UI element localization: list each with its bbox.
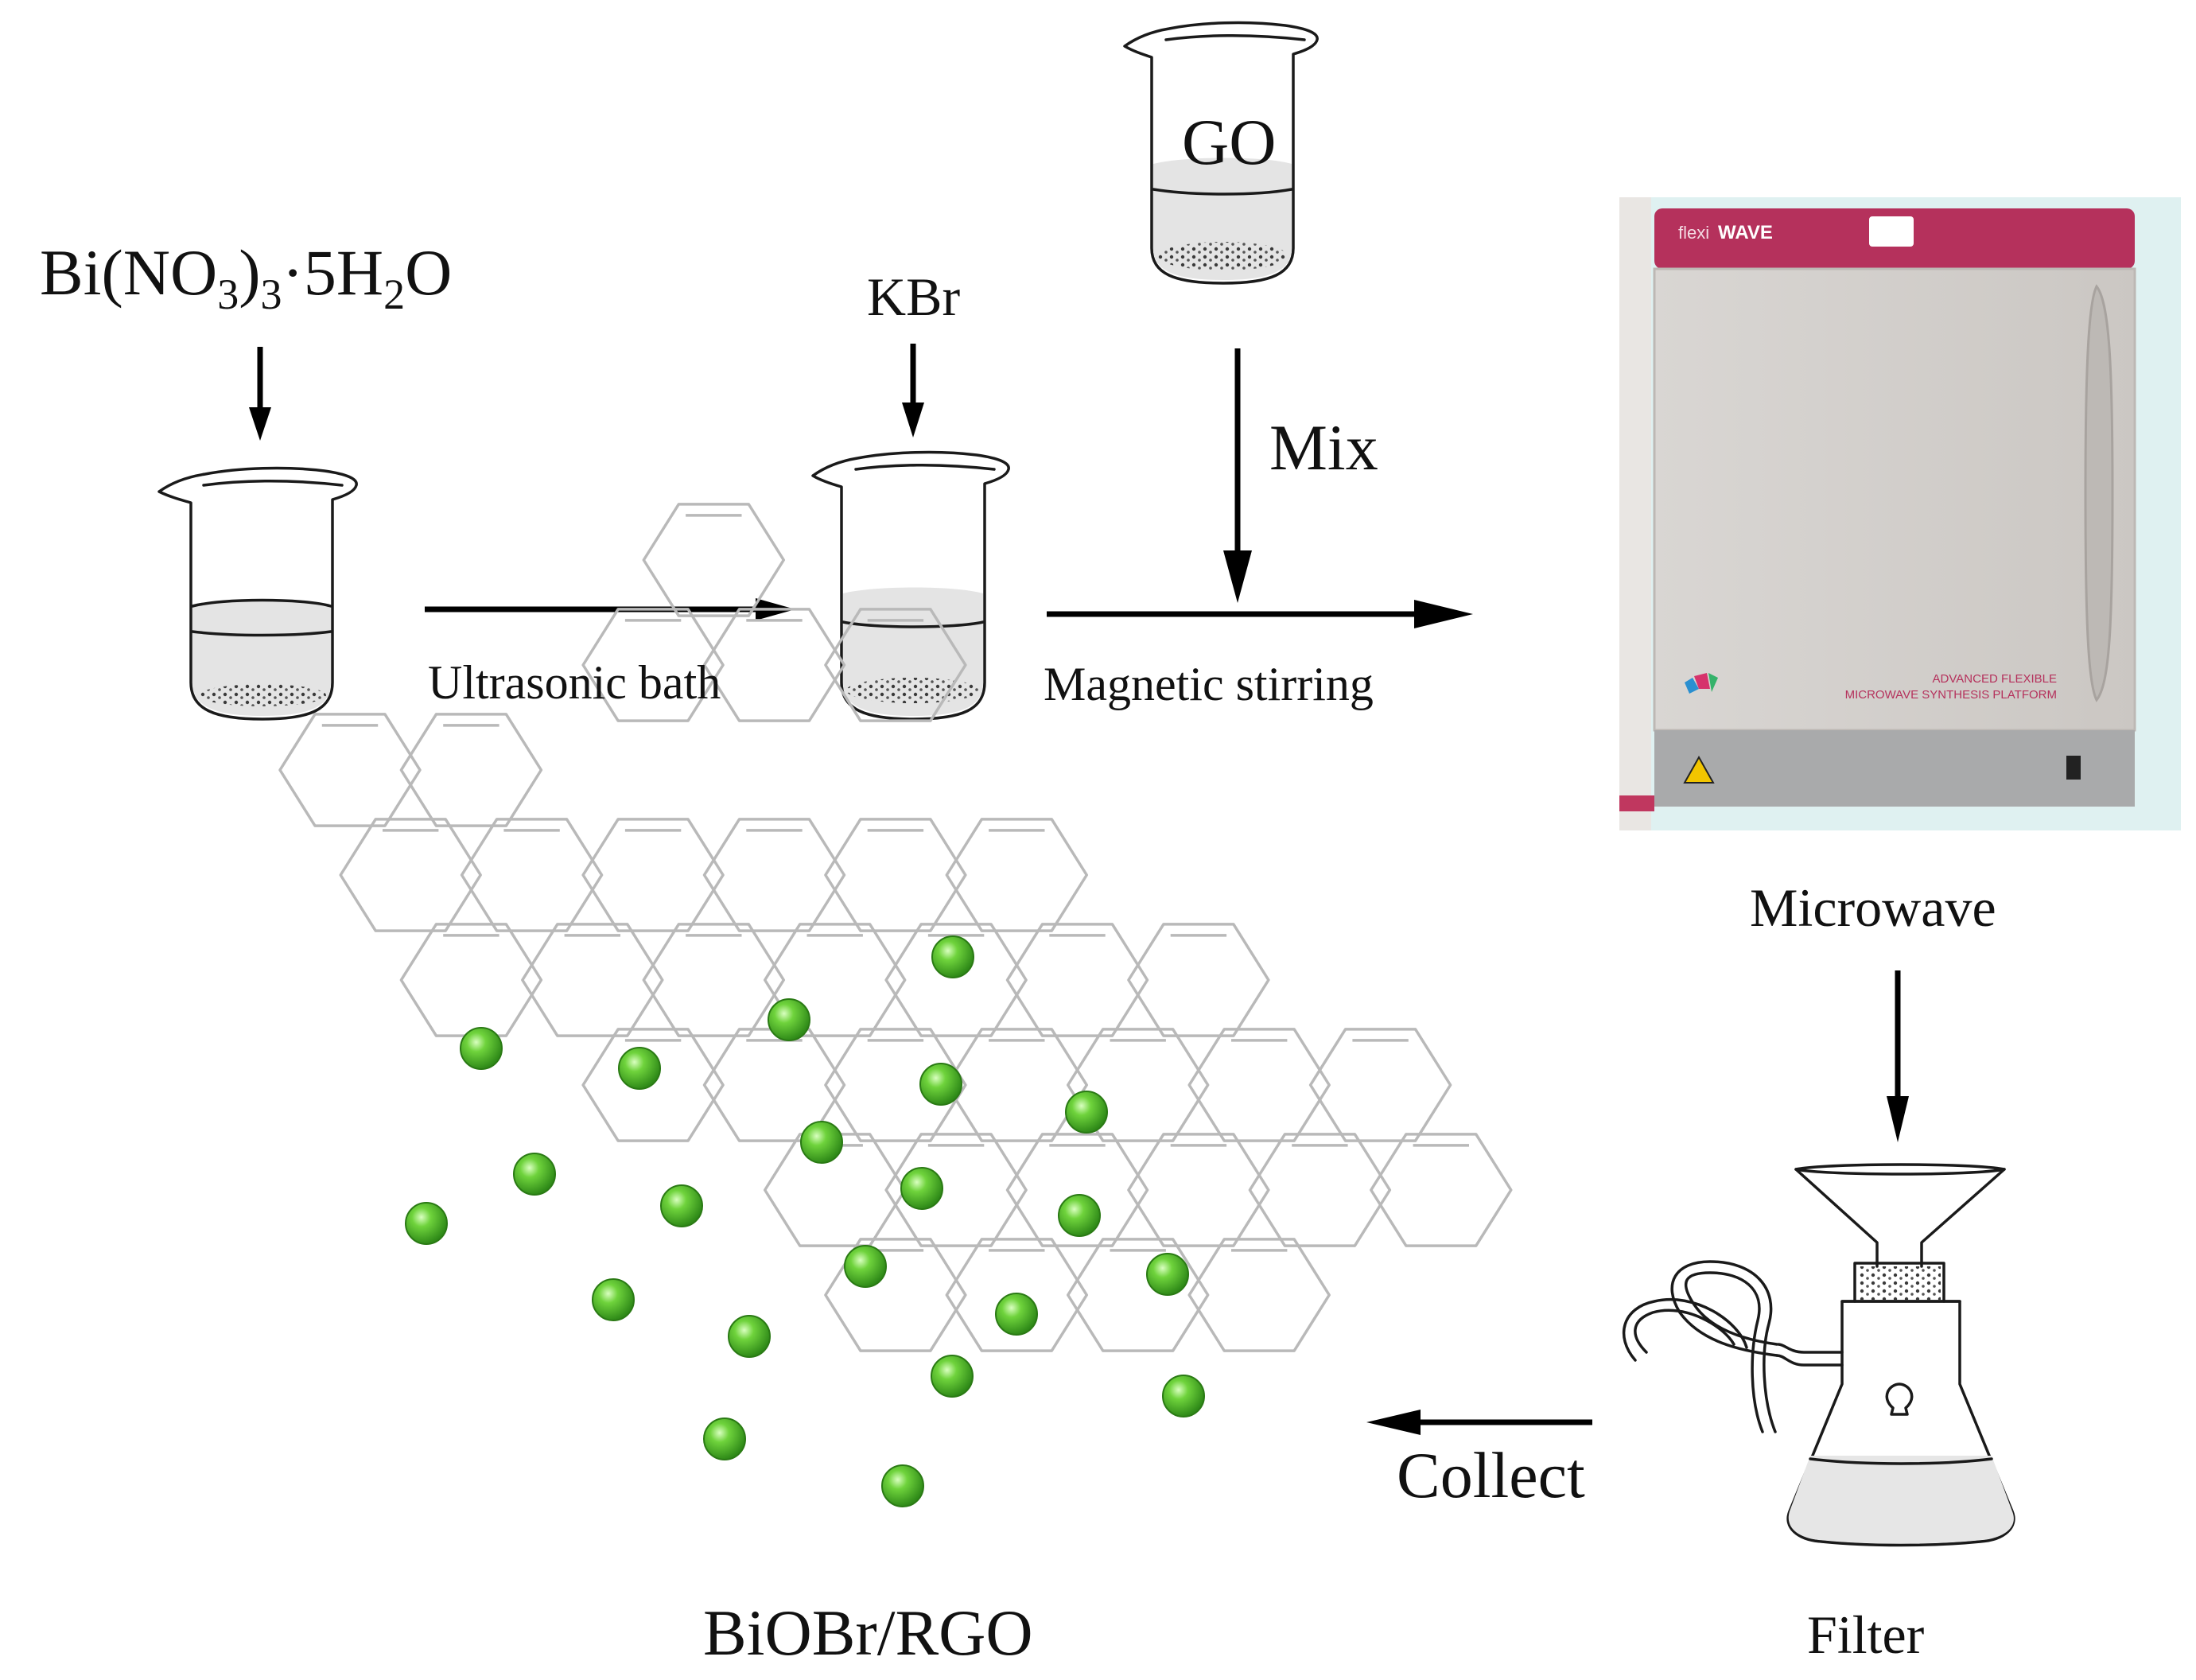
device-logo-icon	[1685, 678, 1699, 694]
hex-ring	[1005, 923, 1149, 1037]
magnetic-label: Magnetic stirring	[1044, 658, 1374, 710]
biobr-particle	[1065, 1091, 1108, 1134]
hex-ring	[642, 503, 786, 617]
biobr-particle	[513, 1153, 556, 1196]
hex-ring	[1127, 1133, 1270, 1247]
hex-ring	[945, 1238, 1089, 1352]
biobr-particles	[405, 935, 1205, 1507]
biobr-particle	[618, 1047, 661, 1090]
biobr-particle	[900, 1167, 943, 1210]
hex-ring	[339, 818, 482, 932]
biobr-particle	[1058, 1194, 1101, 1237]
hex-ring	[884, 1133, 1028, 1247]
arrow-kbr-down	[902, 344, 924, 438]
hex-ring	[702, 608, 846, 722]
hex-ring	[1187, 1238, 1331, 1352]
hex-ring	[278, 713, 422, 827]
arrow-bi-down	[249, 347, 271, 441]
hex-ring	[1127, 923, 1270, 1037]
product-label: BiOBr/RGO	[703, 1596, 1033, 1669]
microwave-device: flexi WAVE ADVANCED FLEXIBLE MICROWAVE S…	[1619, 197, 2181, 830]
hex-ring	[824, 818, 967, 932]
filter-flask-icon	[1622, 1163, 2015, 1547]
hex-ring	[1370, 1133, 1513, 1247]
reagent-bi-label: Bi(NO3)3·5H2O	[40, 236, 452, 318]
beaker-go-icon	[1123, 21, 1319, 285]
biobr-particle	[931, 1355, 974, 1398]
biobr-particle	[1162, 1375, 1205, 1418]
biobr-particle	[919, 1063, 962, 1106]
hex-ring	[1187, 1028, 1331, 1142]
hex-ring	[702, 818, 846, 932]
hex-ring	[1248, 1133, 1392, 1247]
hex-ring	[945, 818, 1089, 932]
biobr-particle	[931, 935, 974, 978]
beaker-1-icon	[157, 466, 358, 721]
hex-ring	[824, 608, 967, 722]
hex-ring	[945, 1028, 1089, 1142]
device-brand-big: WAVE	[1718, 222, 1773, 243]
hex-ring	[460, 818, 604, 932]
warning-icon	[1683, 755, 1715, 784]
hex-ring	[824, 1028, 967, 1142]
arrow-collect	[1366, 1410, 1592, 1435]
microwave-label: Microwave	[1750, 877, 1996, 938]
hex-ring	[1005, 1133, 1149, 1247]
device-tagline-1: ADVANCED FLEXIBLE	[1933, 672, 2057, 686]
collect-label: Collect	[1397, 1439, 1585, 1511]
hex-ring	[581, 818, 725, 932]
biobr-particle	[881, 1464, 924, 1507]
device-logo-plate	[1869, 216, 1914, 247]
graphene-sheet	[278, 503, 1513, 1507]
hex-ring	[1308, 1028, 1452, 1142]
filter-label: Filter	[1807, 1604, 1925, 1665]
hex-lattice	[278, 503, 1513, 1352]
door-handle	[2084, 284, 2114, 702]
biobr-particle	[703, 1418, 746, 1460]
arrow-mix-down	[1223, 348, 1252, 603]
biobr-particle	[844, 1245, 887, 1288]
arrow-magnetic	[1047, 600, 1473, 628]
kbr-label: KBr	[867, 266, 960, 327]
biobr-particle	[995, 1293, 1038, 1336]
hex-ring	[399, 713, 543, 827]
hex-ring	[884, 923, 1028, 1037]
biobr-particle	[592, 1278, 635, 1321]
hex-ring	[399, 923, 543, 1037]
hex-ring	[1066, 1238, 1210, 1352]
go-label: GO	[1182, 106, 1276, 178]
biobr-particle	[460, 1027, 503, 1070]
biobr-particle	[728, 1315, 771, 1358]
hex-ring	[521, 923, 664, 1037]
device-tagline-2: MICROWAVE SYNTHESIS PLATFORM	[1845, 688, 2057, 702]
biobr-particle	[768, 998, 810, 1041]
biobr-particle	[660, 1184, 703, 1227]
hex-ring	[581, 608, 725, 722]
device-brand-small: flexi	[1678, 223, 1709, 243]
arrow-microwave-down	[1887, 970, 1909, 1142]
hex-ring	[1066, 1028, 1210, 1142]
hex-ring	[824, 1238, 967, 1352]
power-switch-icon	[2066, 756, 2081, 780]
ultrasonic-label: Ultrasonic bath	[428, 656, 721, 709]
hex-ring	[581, 1028, 725, 1142]
biobr-particle	[1146, 1253, 1189, 1296]
beaker-2-icon	[811, 450, 1010, 721]
biobr-particle	[800, 1121, 843, 1164]
mix-label: Mix	[1269, 411, 1378, 484]
biobr-particle	[405, 1202, 448, 1245]
hex-ring	[642, 923, 786, 1037]
hex-ring	[763, 923, 907, 1037]
